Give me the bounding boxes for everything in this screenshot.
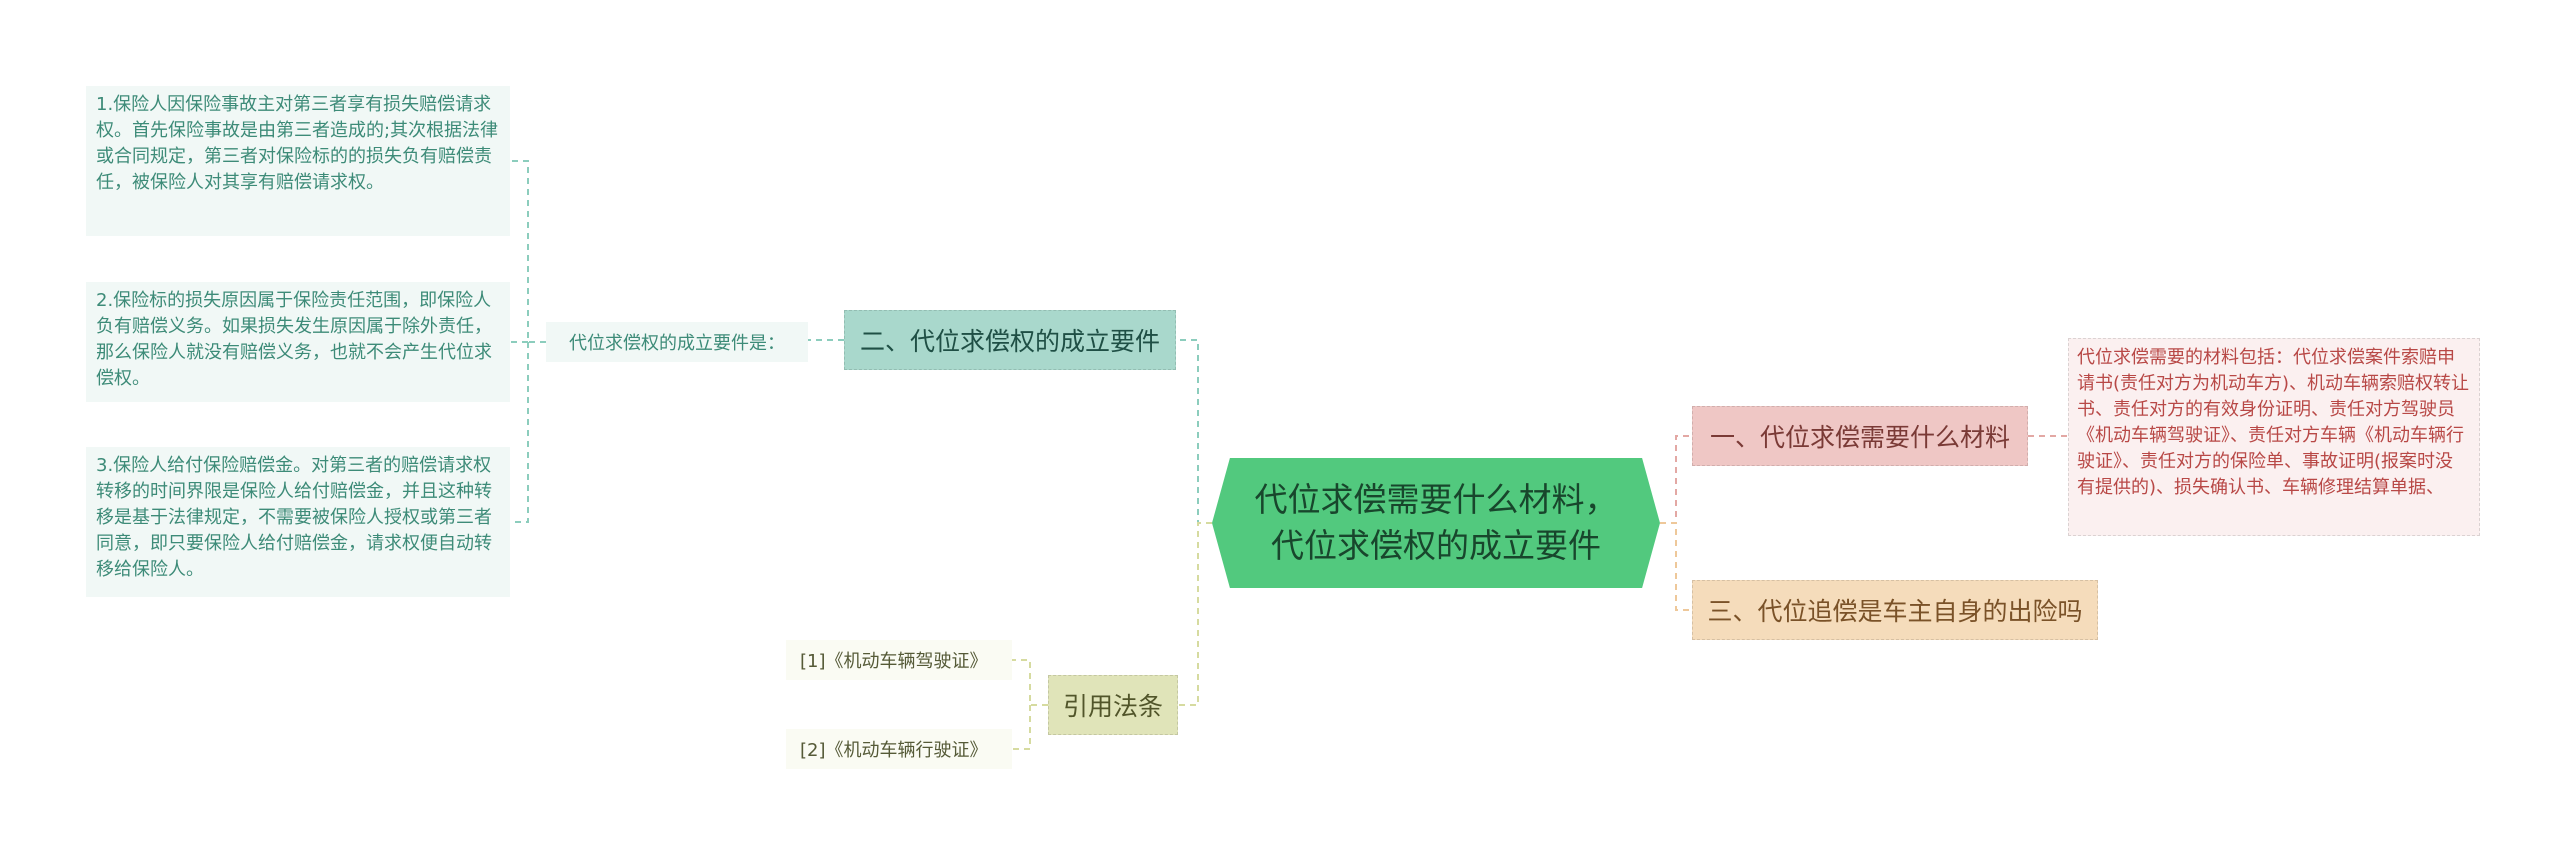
link-middle-items	[510, 160, 546, 523]
link-center-citations	[1178, 522, 1212, 706]
citation-item-2[interactable]: [2]《机动车辆行驶证》	[786, 729, 1012, 769]
branch-subrogation[interactable]: 三、代位追偿是车主自身的出险吗	[1692, 580, 2098, 640]
materials-detail[interactable]: 代位求偿需要的材料包括：代位求偿案件索赔申请书(责任对方为机动车方)、机动车辆索…	[2068, 338, 2480, 536]
requirement-item-1[interactable]: 1.保险人因保险事故主对第三者享有损失赔偿请求权。首先保险事故是由第三者造成的;…	[86, 86, 510, 236]
citation-item-1[interactable]: [1]《机动车辆驾驶证》	[786, 640, 1012, 680]
central-topic-line1: 代位求偿需要什么材料，	[1254, 480, 1618, 519]
branch-citations[interactable]: 引用法条	[1048, 675, 1178, 735]
central-topic[interactable]: 代位求偿需要什么材料， 代位求偿权的成立要件	[1212, 458, 1660, 588]
link-center-materials	[1660, 435, 1692, 524]
branch-requirements[interactable]: 二、代位求偿权的成立要件	[844, 310, 1176, 370]
requirement-item-2[interactable]: 2.保险标的损失原因属于保险责任范围，即保险人负有赔偿义务。如果损失发生原因属于…	[86, 282, 510, 402]
link-citations-refs	[1012, 659, 1048, 750]
link-center-subrogation	[1660, 522, 1692, 611]
link-center-requirements	[1176, 339, 1212, 524]
requirements-middle[interactable]: 代位求偿权的成立要件是：	[546, 322, 808, 362]
requirement-item-3[interactable]: 3.保险人给付保险赔偿金。对第三者的赔偿请求权转移的时间界限是保险人给付赔偿金，…	[86, 447, 510, 597]
branch-materials[interactable]: 一、代位求偿需要什么材料	[1692, 406, 2028, 466]
central-topic-line2: 代位求偿权的成立要件	[1271, 526, 1601, 565]
